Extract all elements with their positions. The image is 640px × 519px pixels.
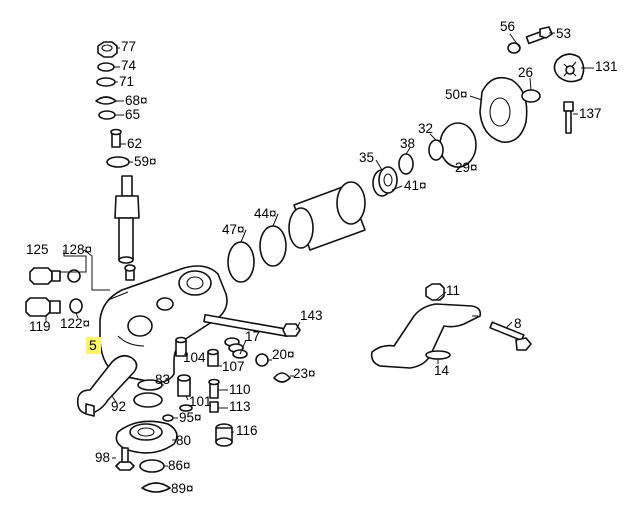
part-107	[207, 348, 219, 367]
ring-plate	[133, 392, 163, 408]
coupling-131	[553, 53, 585, 83]
spring-17	[224, 337, 248, 359]
part-label-98[interactable]: 98	[95, 450, 111, 465]
part-label-104[interactable]: 104	[183, 350, 206, 365]
piston-35	[288, 181, 366, 251]
part-label-11[interactable]: 11	[446, 283, 461, 298]
idler-arm	[370, 303, 482, 369]
part-label-107[interactable]: 107	[222, 359, 245, 374]
part-label-128[interactable]: 128¤	[62, 242, 93, 257]
bolt-137	[563, 101, 574, 134]
part-label-77[interactable]: 77	[121, 39, 137, 54]
part-label-62[interactable]: 62	[127, 136, 143, 151]
washer-86	[139, 459, 165, 473]
ring-32	[428, 139, 444, 161]
washer-56	[507, 42, 521, 54]
lock-ring-68	[95, 96, 117, 105]
washer-65	[98, 110, 116, 120]
leader-lines	[45, 32, 594, 467]
part-label-53[interactable]: 53	[556, 26, 572, 41]
screw-62	[110, 128, 122, 148]
part-label-83[interactable]: 83	[155, 372, 171, 387]
part-label-92[interactable]: 92	[111, 399, 127, 414]
part-label-56[interactable]: 56	[500, 19, 516, 34]
part-label-131[interactable]: 131	[595, 59, 618, 74]
plug-116	[215, 423, 233, 447]
seal-44	[259, 225, 287, 267]
part-label-59[interactable]: 59¤	[134, 154, 157, 169]
part-label-137[interactable]: 137	[579, 106, 602, 121]
nut-11	[425, 283, 445, 301]
part-104	[175, 336, 187, 357]
part-label-143[interactable]: 143	[300, 308, 323, 323]
clip-23	[273, 372, 291, 383]
part-label-26[interactable]: 26	[518, 65, 534, 80]
part-label-89[interactable]: 89¤	[171, 481, 194, 496]
steering-shaft	[114, 175, 140, 264]
cover-50	[479, 76, 528, 143]
part-label-32[interactable]: 32	[418, 121, 434, 136]
bolt-53	[525, 26, 553, 45]
highlighted-part-label[interactable]: 5	[86, 337, 101, 354]
fitting-101	[177, 374, 191, 397]
part-label-71[interactable]: 71	[119, 74, 135, 89]
washer-128	[67, 269, 81, 283]
cover-80	[115, 420, 178, 454]
part-label-86[interactable]: 86¤	[168, 458, 191, 473]
part-label-116[interactable]: 116	[236, 423, 258, 438]
part-label-65[interactable]: 65	[125, 107, 141, 122]
part-label-101[interactable]: 101	[189, 394, 212, 409]
fitting-125	[29, 267, 61, 285]
lock-washer-89	[141, 482, 171, 493]
seal-26	[521, 89, 541, 103]
washer-74	[97, 62, 115, 72]
part-label-14[interactable]: 14	[434, 363, 450, 378]
part-label-47[interactable]: 47¤	[222, 222, 245, 237]
washer-38	[398, 153, 414, 175]
part-label-50[interactable]: 50¤	[445, 87, 468, 102]
part-label-23[interactable]: 23¤	[293, 366, 316, 381]
part-label-29[interactable]: 29¤	[455, 160, 478, 175]
washer-14	[425, 350, 451, 360]
washer-101	[179, 404, 193, 412]
ring-47	[227, 241, 255, 283]
highlighted-part-number: 5	[89, 337, 97, 353]
fitting-119	[25, 297, 61, 317]
part-label-122[interactable]: 122¤	[60, 316, 91, 331]
part-label-95[interactable]: 95¤	[179, 410, 202, 425]
part-label-8[interactable]: 8	[514, 316, 522, 331]
washer-71	[96, 77, 116, 87]
part-label-110[interactable]: 110	[229, 382, 251, 397]
part-label-41[interactable]: 41¤	[404, 178, 427, 193]
bolt-98	[115, 447, 135, 471]
part-113	[209, 401, 219, 413]
arm-end	[85, 403, 95, 417]
bolt-143	[203, 313, 301, 338]
part-label-74[interactable]: 74	[121, 58, 137, 73]
part-label-20[interactable]: 20¤	[272, 347, 295, 362]
part-label-113[interactable]: 113	[229, 399, 251, 414]
part-label-119[interactable]: 119	[29, 319, 51, 334]
worm-41	[372, 166, 398, 197]
part-label-17[interactable]: 17	[245, 329, 261, 344]
part-label-44[interactable]: 44¤	[254, 206, 277, 221]
top-nut	[97, 41, 118, 58]
part-label-125[interactable]: 125	[26, 242, 49, 257]
bolt-8	[489, 321, 532, 351]
part-label-80[interactable]: 80	[176, 433, 192, 448]
seal-59	[106, 156, 130, 168]
part-label-68[interactable]: 68¤	[125, 93, 148, 108]
washer-20	[255, 353, 269, 367]
part-label-38[interactable]: 38	[400, 136, 416, 151]
part-label-35[interactable]: 35	[359, 150, 375, 165]
washer-95	[162, 414, 174, 422]
washer-122	[69, 298, 83, 314]
